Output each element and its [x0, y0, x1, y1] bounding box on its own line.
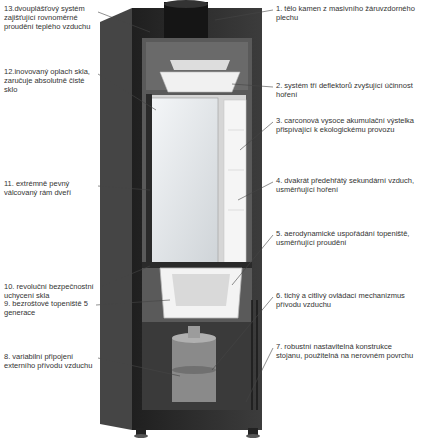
callout-label: 4. dvakrát předehřátý sekundární vzduch,…	[276, 177, 419, 195]
callout-label: 6. tichý a citlivý ovládací mechanizmus …	[276, 292, 419, 310]
callout-label: 13.dvouplášťový systém zajišťující rovno…	[4, 5, 96, 32]
callout-label: 10. revoluční bezpečnostní uchycení skla	[4, 283, 98, 301]
callout-label: 3. carconová vysoce akumulační výstelka …	[276, 117, 419, 135]
callout-label: 7. robustní nastavitelná konstrukce stoj…	[276, 343, 419, 361]
callout-label: 9. bezroštové topeniště 5 generace	[4, 300, 94, 318]
callout-label: 2. systém tří deflektorů zvyšující účinn…	[276, 82, 419, 100]
callout-label: 8. variabilní připojení externího přívod…	[4, 353, 96, 371]
callout-label: 12.inovovaný oplach skla, zaručuje absol…	[4, 68, 96, 95]
callout-label: 5. aerodynamické uspořádání topeniště, u…	[276, 230, 419, 248]
callout-label: 1. tělo kamen z masivního žáruvzdorného …	[276, 5, 419, 23]
callout-label: 11. extrémně pevný válcovaný rám dveří	[4, 180, 96, 198]
